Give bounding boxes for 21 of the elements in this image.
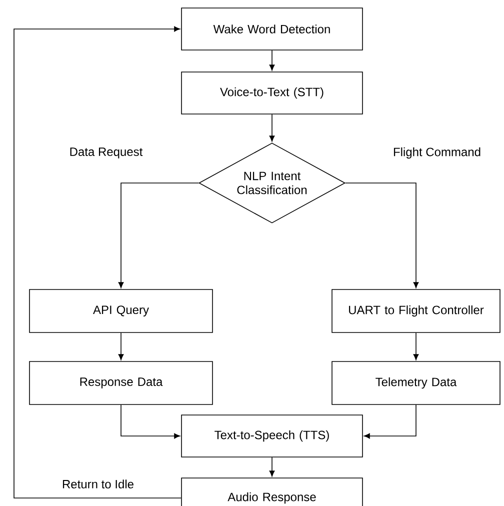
process-box: Telemetry Data bbox=[332, 361, 500, 405]
edge-label: Flight Command bbox=[392, 146, 482, 160]
process-box: API Query bbox=[29, 289, 213, 333]
arrow bbox=[345, 182, 419, 288]
arrow bbox=[120, 404, 180, 439]
arrow bbox=[118, 182, 199, 288]
process-box: Audio Response bbox=[181, 478, 363, 506]
process-box: UART to Flight Controller bbox=[332, 289, 500, 333]
process-box: Wake Word Detection bbox=[181, 8, 363, 50]
process-box: Response Data bbox=[29, 361, 213, 405]
arrow bbox=[269, 114, 275, 142]
arrow bbox=[118, 332, 124, 360]
edge-label: Return to Idle bbox=[60, 478, 136, 490]
arrow bbox=[364, 404, 416, 439]
arrow bbox=[413, 332, 419, 360]
edge-label: Data Request bbox=[68, 146, 144, 160]
arrow bbox=[269, 457, 275, 477]
arrow bbox=[269, 50, 275, 71]
process-box: Text-to-Speech (TTS) bbox=[181, 414, 363, 458]
process-box: Voice-to-Text (STT) bbox=[181, 72, 363, 114]
arrow bbox=[14, 26, 182, 498]
